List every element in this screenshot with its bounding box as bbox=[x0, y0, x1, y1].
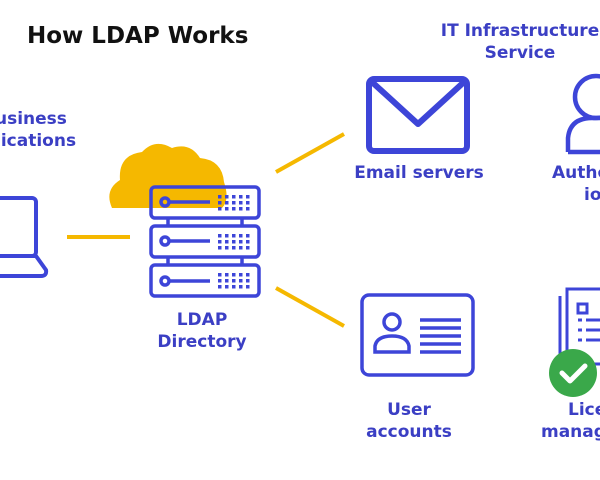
connectors bbox=[67, 132, 345, 328]
user-accounts-label-line2: accounts bbox=[366, 422, 452, 442]
user-icon bbox=[565, 73, 600, 155]
authentication-label-line1: Autho bbox=[552, 163, 600, 183]
server-dot bbox=[232, 201, 236, 205]
server-dot bbox=[246, 246, 250, 250]
server-dot bbox=[246, 234, 250, 238]
server-dot bbox=[232, 279, 236, 283]
laptop-icon bbox=[0, 196, 49, 278]
server-dot bbox=[218, 285, 222, 289]
page-title: How LDAP Works bbox=[27, 23, 249, 49]
server-dot bbox=[232, 273, 236, 277]
cloud-icon bbox=[109, 143, 227, 208]
server-dot bbox=[239, 234, 243, 238]
server-dot bbox=[232, 285, 236, 289]
server-dot bbox=[218, 234, 222, 238]
server-dot bbox=[225, 201, 229, 205]
server-dot bbox=[225, 279, 229, 283]
user-accounts-label-line1: User bbox=[387, 400, 431, 420]
server-dot bbox=[246, 273, 250, 277]
server-dot bbox=[239, 246, 243, 250]
it-service-label-line2: Service bbox=[484, 43, 556, 63]
business-apps-label-line2: lications bbox=[0, 131, 77, 151]
server-dot bbox=[218, 201, 222, 205]
server-dot bbox=[246, 279, 250, 283]
server-dot bbox=[246, 285, 250, 289]
checkmark-icon bbox=[549, 349, 597, 397]
server-dot bbox=[239, 240, 243, 244]
server-dot bbox=[225, 234, 229, 238]
ldap-directory-label-line1: LDAP bbox=[176, 310, 228, 330]
server-dot bbox=[239, 201, 243, 205]
email-servers-label: Email servers bbox=[354, 163, 484, 183]
server-dot bbox=[239, 273, 243, 277]
ldap-directory-label-line2: Directory bbox=[157, 332, 247, 352]
connector-ldap-users bbox=[275, 286, 345, 328]
envelope-icon bbox=[366, 76, 470, 154]
server-dot bbox=[232, 207, 236, 211]
server-dot bbox=[246, 240, 250, 244]
server-dot bbox=[218, 279, 222, 283]
server-dot bbox=[239, 195, 243, 199]
license-management-label-line2: manag bbox=[541, 422, 600, 442]
server-dot bbox=[218, 273, 222, 277]
it-service-label-line1: IT Infrastructure bbox=[440, 21, 600, 41]
server-dot bbox=[239, 207, 243, 211]
server-dot bbox=[225, 273, 229, 277]
server-icon bbox=[149, 185, 261, 298]
server-dot bbox=[232, 240, 236, 244]
server-dot bbox=[218, 207, 222, 211]
server-dot bbox=[246, 207, 250, 211]
server-dot bbox=[239, 285, 243, 289]
server-dot bbox=[218, 195, 222, 199]
license-management-label-line1: Lice bbox=[568, 400, 600, 420]
server-dot bbox=[232, 195, 236, 199]
server-dot bbox=[218, 246, 222, 250]
server-dot bbox=[246, 195, 250, 199]
server-dot bbox=[225, 240, 229, 244]
server-dot bbox=[225, 285, 229, 289]
business-apps-label-line1: usiness bbox=[0, 109, 67, 129]
server-dot bbox=[225, 207, 229, 211]
server-dot bbox=[232, 246, 236, 250]
server-indicator-dots bbox=[218, 195, 250, 289]
server-dot bbox=[218, 240, 222, 244]
id-card-icon bbox=[360, 293, 475, 377]
server-dot bbox=[246, 201, 250, 205]
server-dot bbox=[232, 234, 236, 238]
authentication-label-line2: io bbox=[584, 185, 600, 205]
connector-ldap-email bbox=[275, 132, 345, 174]
server-dot bbox=[225, 195, 229, 199]
server-dot bbox=[239, 279, 243, 283]
server-dot bbox=[225, 246, 229, 250]
